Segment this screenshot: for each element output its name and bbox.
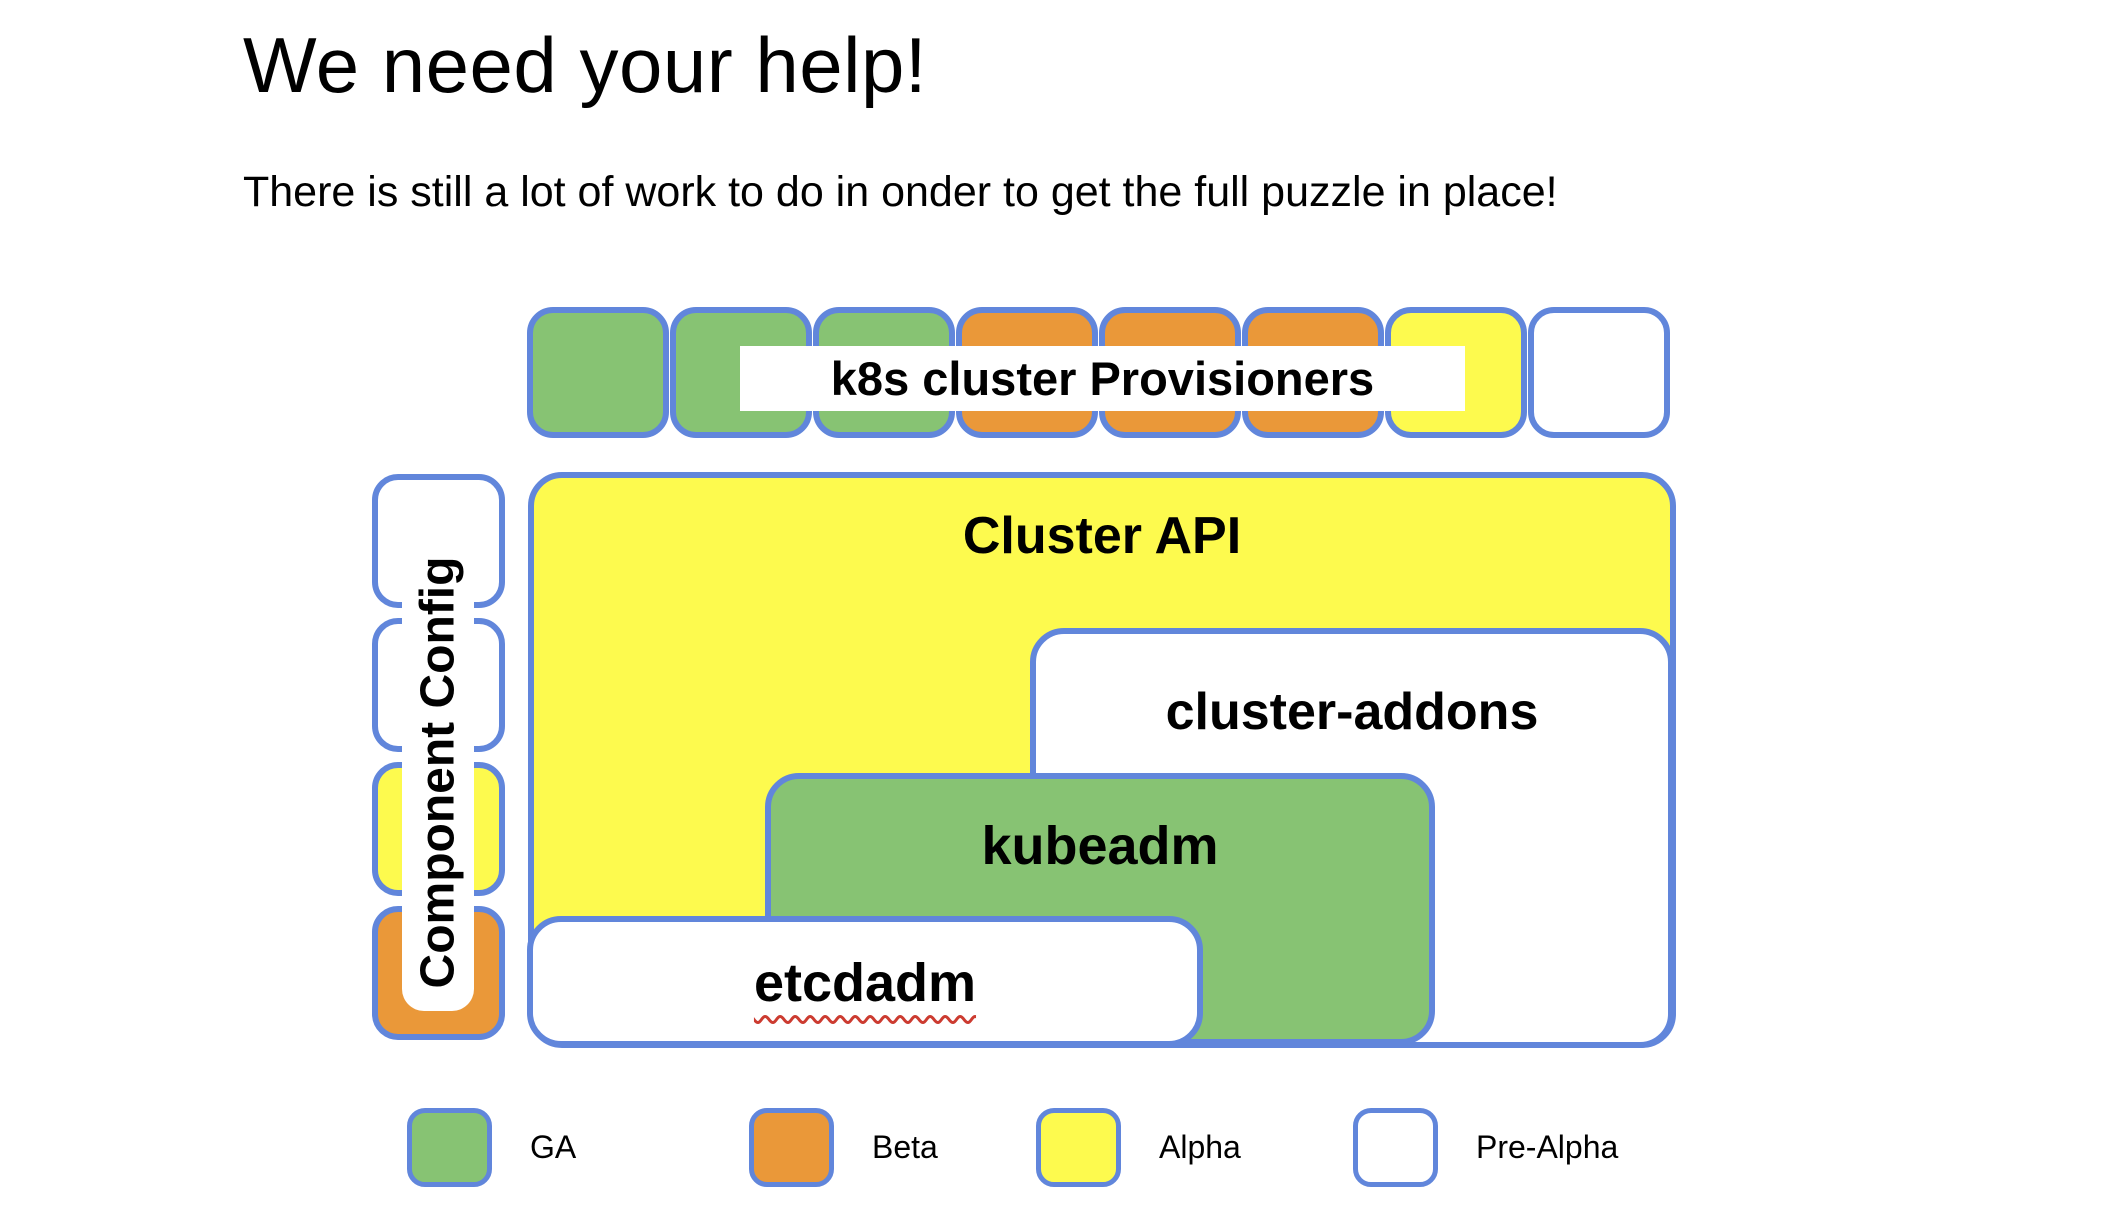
component-config-label-text: Component Config <box>411 556 465 989</box>
pre-alpha-swatch <box>1353 1108 1438 1187</box>
etcdadm-box: etcdadm <box>527 916 1203 1047</box>
ga-swatch <box>407 1108 492 1187</box>
legend-item-beta: Beta <box>749 1108 938 1187</box>
provisioners-row-label: k8s cluster Provisioners <box>740 346 1465 411</box>
legend-label-ga: GA <box>530 1129 577 1165</box>
legend-item-pre-alpha: Pre-Alpha <box>1353 1108 1618 1187</box>
pre-alpha-square <box>1528 307 1670 438</box>
provisioners-row-label-text: k8s cluster Provisioners <box>830 352 1375 405</box>
legend-item-alpha: Alpha <box>1036 1108 1241 1187</box>
beta-swatch <box>749 1108 834 1187</box>
legend-label-beta: Beta <box>872 1129 938 1165</box>
legend-label-alpha: Alpha <box>1159 1129 1241 1165</box>
cluster-addons-label: cluster-addons <box>1165 683 1539 741</box>
ga-square <box>527 307 669 438</box>
legend-item-ga: GA <box>407 1108 576 1187</box>
slide-title: We need your help! <box>243 21 927 109</box>
alpha-swatch <box>1036 1108 1121 1187</box>
slide-subtitle: There is still a lot of work to do in on… <box>243 168 1558 216</box>
component-config-label: Component Config <box>402 534 474 1011</box>
legend-label-pre-alpha: Pre-Alpha <box>1476 1129 1619 1165</box>
etcdadm-label: etcdadm <box>533 922 1197 1014</box>
kubeadm-label: kubeadm <box>981 816 1219 876</box>
cluster-api-label: Cluster API <box>962 507 1242 565</box>
etcdadm-label-text: etcdadm <box>753 953 977 1013</box>
